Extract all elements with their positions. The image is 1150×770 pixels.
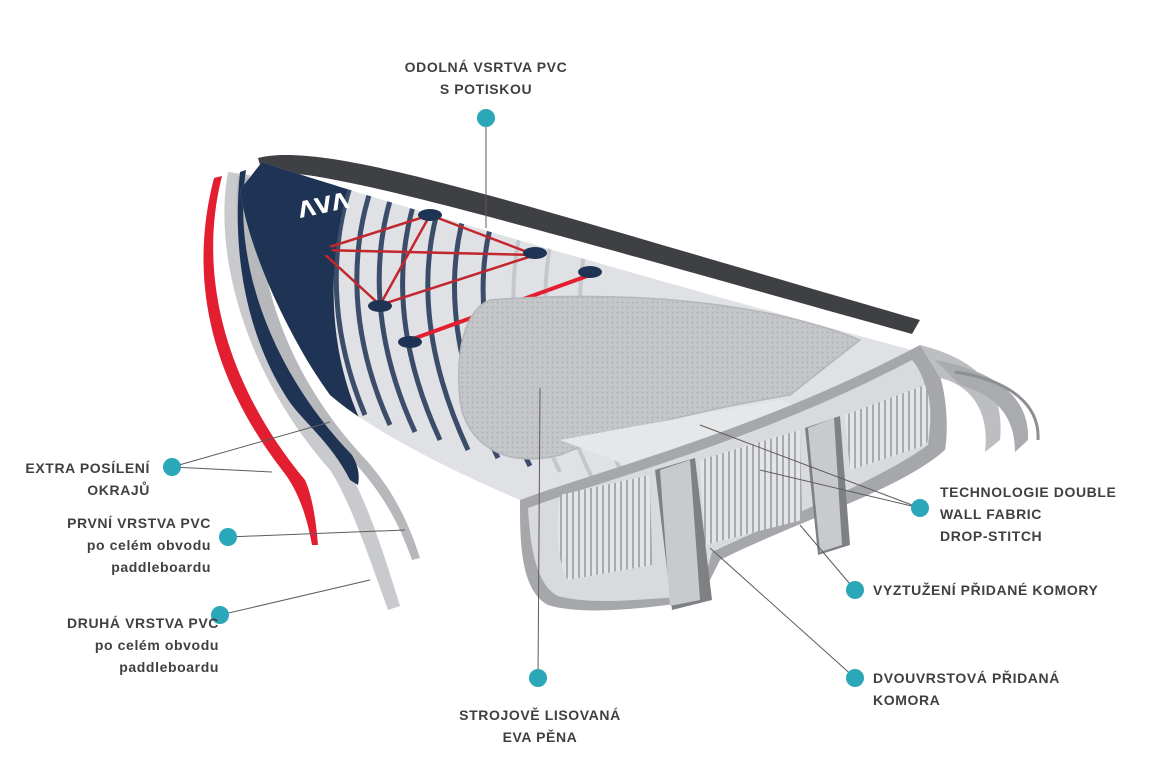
cross-section bbox=[520, 345, 1040, 611]
drop-stitch-right bbox=[845, 385, 931, 470]
navy-rail-layer bbox=[237, 170, 359, 485]
callout-dot-double-chamber bbox=[846, 669, 864, 687]
label-eva-foam: STROJOVĚ LISOVANÁ EVA PĚNA bbox=[459, 707, 621, 745]
callout-dot-chamber-reinforce bbox=[846, 581, 864, 599]
label-chamber-reinforce: VYZTUŽENÍ PŘIDANÉ KOMORY bbox=[873, 582, 1099, 598]
callout-dot-top-pvc bbox=[477, 109, 495, 127]
extra-chamber-layer bbox=[920, 345, 1001, 452]
label-first-pvc: PRVNÍ VRSTVA PVC po celém obvodu paddleb… bbox=[67, 515, 211, 575]
callout-dot-eva bbox=[529, 669, 547, 687]
callout-dot-drop-stitch bbox=[911, 499, 929, 517]
label-edge-reinforce: EXTRA POSÍLENÍ OKRAJŮ bbox=[25, 460, 150, 498]
drop-stitch-middle bbox=[700, 430, 802, 545]
top-rim bbox=[258, 155, 920, 334]
drop-stitch-left bbox=[557, 475, 652, 580]
label-double-chamber: DVOUVRSTOVÁ PŘIDANÁ KOMORA bbox=[873, 670, 1060, 708]
label-top-pvc: ODOLNÁ VSRTVA PVC S POTISKOU bbox=[404, 59, 568, 97]
leader-lines bbox=[171, 118, 921, 679]
second-pvc-layer bbox=[224, 172, 400, 610]
label-second-pvc: DRUHÁ VRSTVA PVC po celém obvodu paddleb… bbox=[67, 615, 219, 675]
callout-dot-second-pvc bbox=[211, 606, 229, 624]
callout-dots bbox=[163, 109, 929, 687]
callout-dot-edge bbox=[163, 458, 181, 476]
red-rail-stripe bbox=[203, 176, 318, 545]
callout-dot-first-pvc bbox=[219, 528, 237, 546]
label-drop-stitch: TECHNOLOGIE DOUBLE WALL FABRIC DROP-STIT… bbox=[940, 484, 1117, 544]
